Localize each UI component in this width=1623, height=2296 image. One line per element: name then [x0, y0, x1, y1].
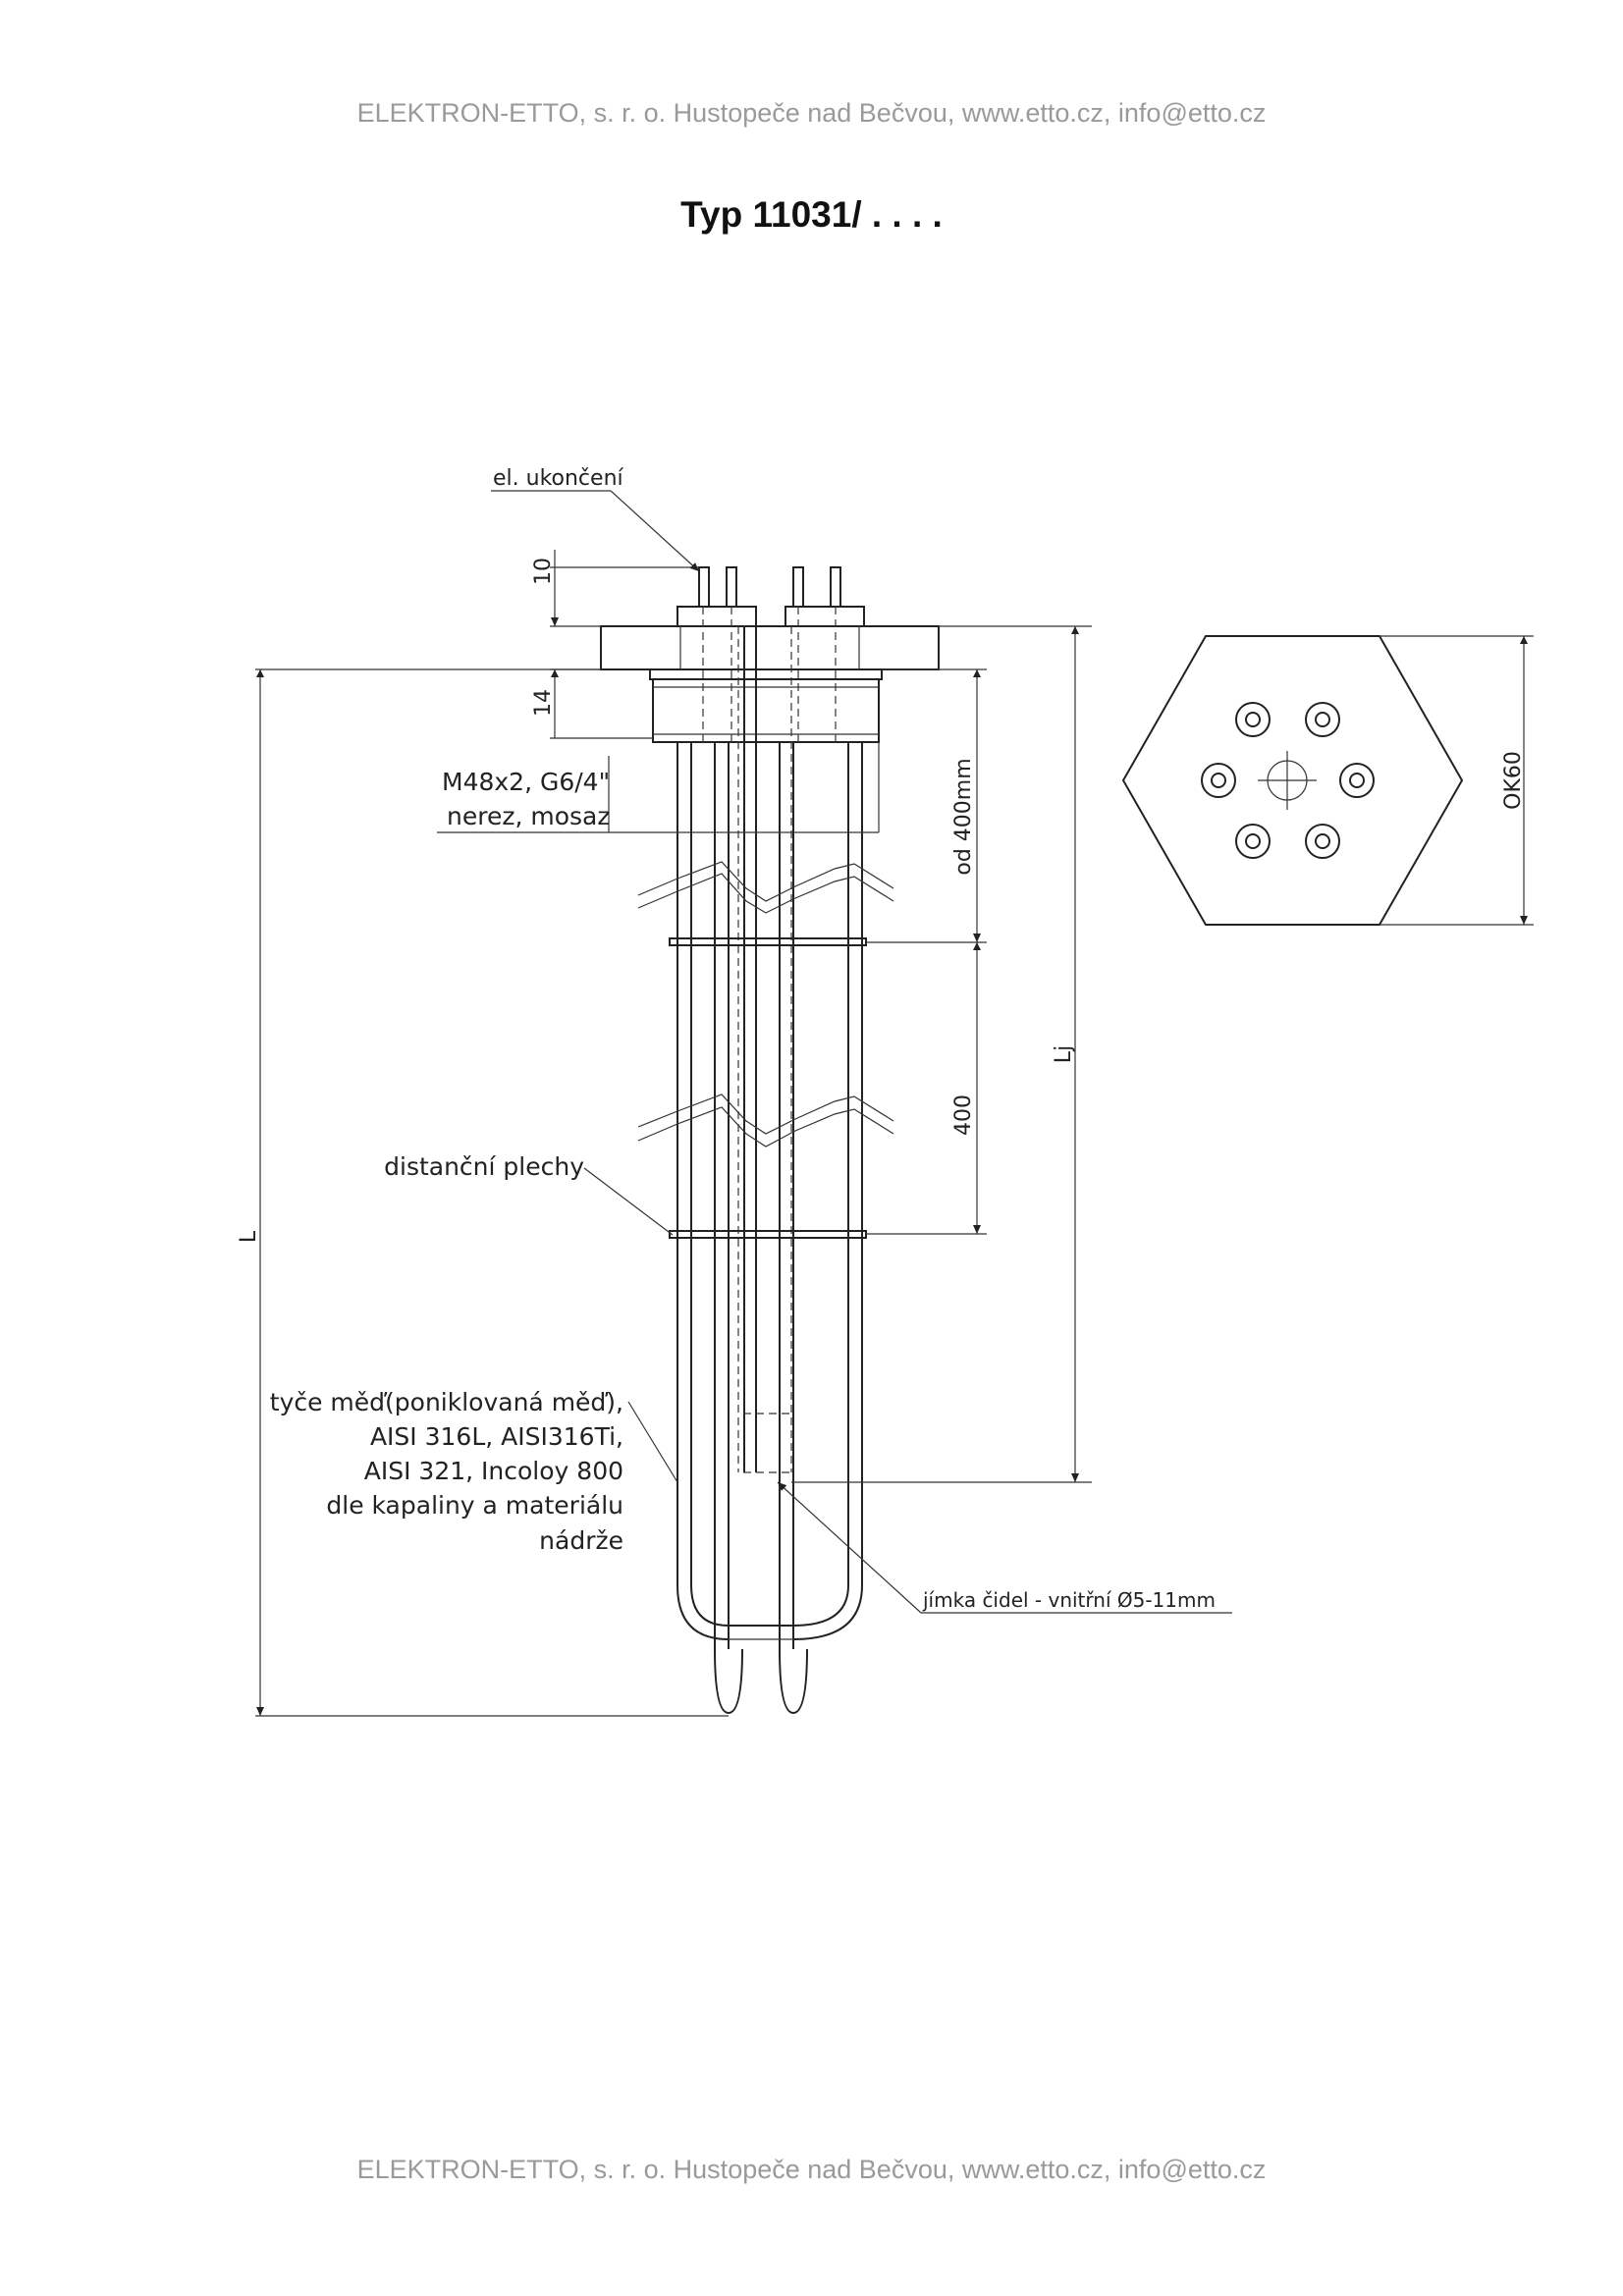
spacer-plates — [669, 937, 867, 1239]
thread-section — [649, 669, 883, 743]
label-material-5: nádrže — [539, 1526, 623, 1555]
label-distancni: distanční plechy — [384, 1152, 584, 1181]
dim-14: 14 — [531, 689, 556, 717]
label-thread-1: M48x2, G6/4" — [442, 768, 610, 796]
label-material-3: AISI 321, Incoloy 800 — [364, 1457, 623, 1485]
dim-od400: od 400mm — [951, 758, 976, 875]
page-header: ELEKTRON-ETTO, s. r. o. Hustopeče nad Be… — [356, 98, 1267, 128]
break-lines — [637, 861, 894, 1148]
text-labels: el. ukončení M48x2, G6/4" nerez, mosaz d… — [237, 466, 1526, 1612]
terminal-studs — [676, 566, 865, 627]
hex-head — [600, 625, 940, 670]
hexagon-top-view — [1121, 635, 1534, 926]
leaders — [437, 490, 1232, 1614]
label-jimka: jímka čidel - vnitřní Ø5-11mm — [922, 1588, 1216, 1612]
page-footer: ELEKTRON-ETTO, s. r. o. Hustopeče nad Be… — [356, 2155, 1267, 2184]
label-el-ukonceni: el. ukončení — [493, 466, 624, 491]
terminal-circles — [1201, 702, 1375, 859]
dim-400: 400 — [951, 1095, 976, 1136]
label-material-4: dle kapaliny a materiálu — [326, 1491, 623, 1520]
sensor-well-circle — [1258, 751, 1317, 810]
dimension-lines — [255, 550, 1092, 1717]
dim-10: 10 — [531, 558, 556, 585]
label-thread-2: nerez, mosaz — [447, 802, 610, 830]
dim-OK60: OK60 — [1501, 751, 1526, 810]
label-material-2: AISI 316L, AISI316Ti, — [370, 1422, 623, 1451]
heating-tubes — [676, 607, 863, 1715]
page-title: Typ 11031/ . . . . — [680, 194, 943, 235]
dim-L: L — [237, 1230, 261, 1243]
dim-Lj: Lj — [1052, 1045, 1076, 1063]
label-material-1: tyče měď(poniklovaná měď), — [270, 1388, 623, 1416]
